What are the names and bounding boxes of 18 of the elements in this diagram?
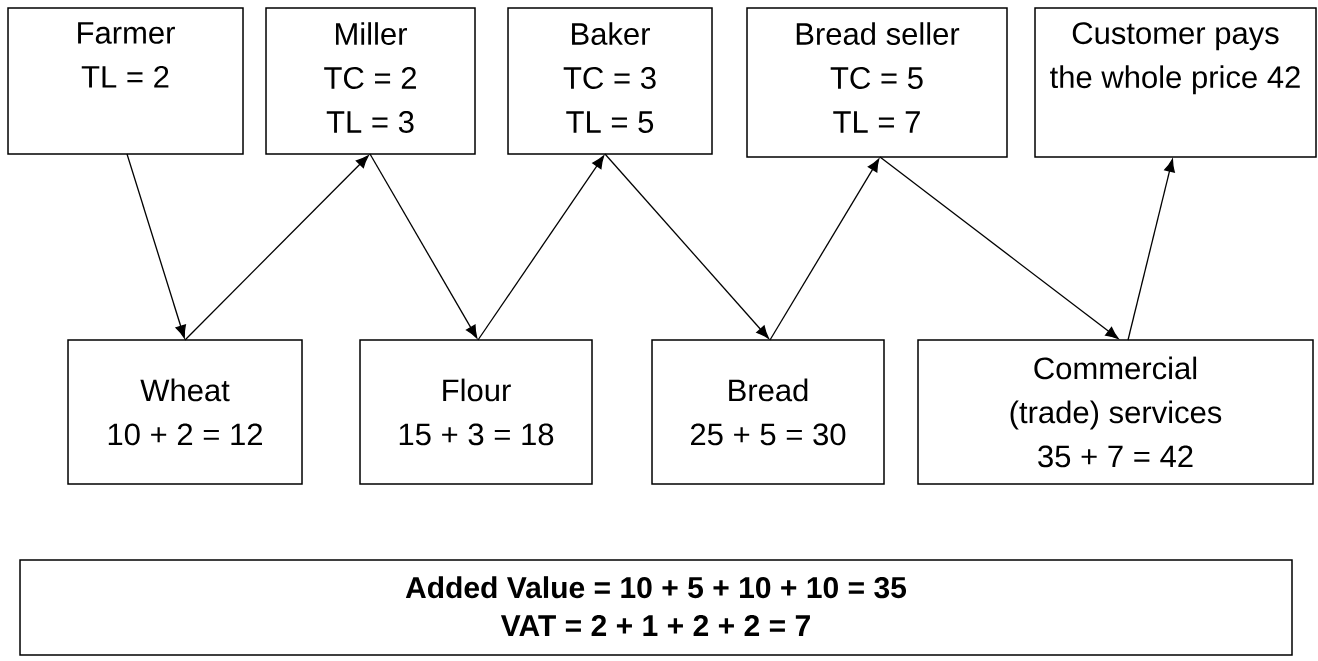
- role-box: Customer pays the whole price 42: [1034, 7, 1317, 158]
- arrow: [369, 153, 478, 339]
- role-box: Miller TC = 2 TL = 3: [265, 7, 476, 155]
- role-box: Bread seller TC = 5 TL = 7: [746, 7, 1008, 158]
- product-box: Flour 15 + 3 = 18: [359, 339, 593, 485]
- summary-box: Added Value = 10 + 5 + 10 + 10 = 35 VAT = 2 + 1 + 2 + 2 = 7: [19, 559, 1293, 656]
- arrow: [184, 155, 369, 341]
- role-box: Baker TC = 3 TL = 5: [507, 7, 713, 155]
- arrow: [604, 153, 769, 339]
- product-box: Bread 25 + 5 = 30: [651, 339, 885, 485]
- arrow: [879, 156, 1119, 340]
- role-box: Farmer TL = 2: [7, 7, 244, 155]
- product-box: Commercial (trade) services 35 + 7 = 42: [917, 339, 1314, 485]
- arrow: [769, 158, 880, 341]
- product-box: Wheat 10 + 2 = 12: [67, 339, 303, 485]
- arrow: [1127, 158, 1175, 341]
- arrow: [477, 155, 605, 341]
- arrow: [126, 153, 186, 339]
